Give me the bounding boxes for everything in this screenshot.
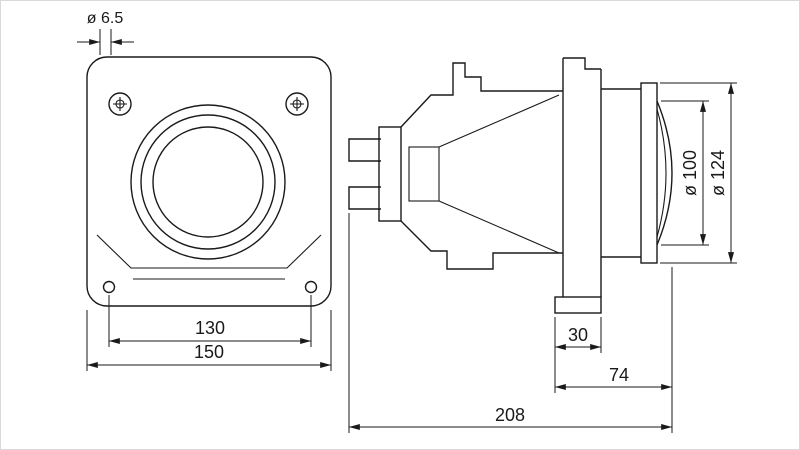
lower-bracket-lines <box>96 234 322 280</box>
extension-lines <box>86 310 332 371</box>
mounting-flange <box>562 57 602 297</box>
dim-label-overall-length: 208 <box>495 405 525 425</box>
dim-mount-to-lens: 74 <box>555 267 673 433</box>
dim-hole-spacing: 130 <box>108 295 312 347</box>
front-view <box>86 56 332 307</box>
mounting-plate-outline <box>86 56 332 307</box>
extension-lines <box>660 82 737 264</box>
housing-bottom-outline <box>400 220 563 270</box>
lens-ring-outer <box>130 104 286 260</box>
dim-label-plate-width: 150 <box>194 342 224 362</box>
rear-housing-plate <box>378 126 402 222</box>
dim-foot-width: 30 <box>554 317 602 393</box>
lens-profile-inner <box>656 108 667 238</box>
screw-top-left <box>108 92 132 116</box>
dim-label-mount-to-lens: 74 <box>609 365 629 385</box>
bezel-ring <box>640 82 658 264</box>
screw-cross-icon <box>290 97 304 111</box>
dim-bezel-diameter: ø 124 <box>660 82 737 264</box>
screw-cross-icon <box>113 97 127 111</box>
dim-label-hole-spacing: 130 <box>195 318 225 338</box>
flange-foot <box>554 296 602 314</box>
rear-connector <box>348 138 381 210</box>
lens-profile-outer <box>656 100 673 246</box>
dim-label-bezel-diameter: ø 124 <box>708 150 728 196</box>
mounting-hole-bottom-left <box>102 280 116 294</box>
mounting-hole-bottom-right <box>304 280 318 294</box>
reflector-cone-lines <box>438 94 560 254</box>
housing-top-outline <box>400 62 563 128</box>
lens-ring-middle <box>140 114 276 250</box>
dim-label-lens-diameter: ø 100 <box>680 150 700 196</box>
dim-label-foot-width: 30 <box>568 325 588 345</box>
dim-label-hole-diameter: ø 6.5 <box>87 10 124 27</box>
dim-hole-diameter: ø 6.5 <box>77 10 134 55</box>
screw-top-right <box>285 92 309 116</box>
extension-lines <box>99 29 112 55</box>
lens-ring-inner <box>152 126 264 238</box>
barrel-lines <box>601 88 641 258</box>
dim-lens-diameter: ø 100 <box>661 100 709 246</box>
dim-overall-length: 208 <box>348 213 672 433</box>
dim-plate-width: 150 <box>86 310 332 371</box>
bulb-holder <box>408 146 440 202</box>
side-view <box>348 57 673 314</box>
